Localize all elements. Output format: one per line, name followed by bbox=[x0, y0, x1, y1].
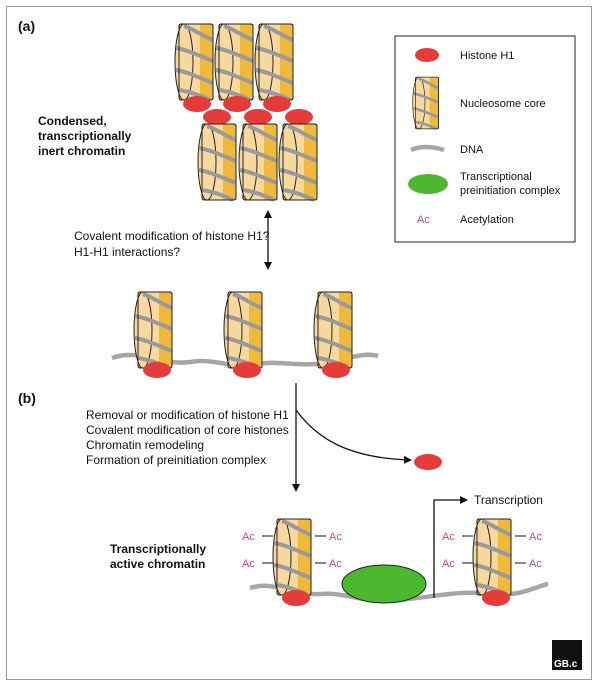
condensed-chromatin bbox=[173, 22, 319, 202]
step-4: Formation of preinitiation complex bbox=[86, 453, 266, 467]
step-1: Removal or modification of histone H1 bbox=[86, 408, 289, 422]
histone-h1-icon bbox=[415, 48, 439, 62]
histone-h1-icon bbox=[263, 96, 291, 112]
nucleosome-icon bbox=[237, 122, 279, 202]
preinitiation-complex-icon bbox=[408, 174, 448, 194]
active-chromatin: Transcription Ac Ac Ac Ac Ac Ac Ac Ac bbox=[242, 493, 549, 606]
histone-h1-icon bbox=[285, 109, 313, 125]
histone-h1-icon bbox=[244, 109, 272, 125]
legend-complex-line-1: Transcriptional bbox=[460, 171, 532, 183]
acetylation-mark: Ac bbox=[242, 531, 255, 543]
transcription-label: Transcription bbox=[474, 493, 543, 507]
nucleosome-core-icon bbox=[411, 75, 440, 131]
histone-h1-icon bbox=[183, 96, 211, 112]
legend-nucleosome-core: Nucleosome core bbox=[460, 98, 546, 110]
condensed-line-2: transcriptionally bbox=[38, 129, 132, 143]
histone-h1-icon bbox=[322, 362, 350, 378]
nucleosome-icon bbox=[277, 122, 319, 202]
nucleosome-icon bbox=[271, 517, 313, 597]
histone-h1-icon bbox=[203, 109, 231, 125]
legend-acetylation: Acetylation bbox=[460, 214, 514, 226]
nucleosome-icon bbox=[213, 22, 255, 102]
figure-frame bbox=[6, 6, 592, 680]
active-line-1: Transcriptionally bbox=[110, 542, 206, 556]
histone-h1-icon bbox=[223, 96, 251, 112]
nucleosome-icon bbox=[471, 517, 513, 597]
acetylation-mark: Ac bbox=[242, 558, 255, 570]
question-line-2: H1-H1 interactions? bbox=[74, 245, 180, 259]
condensed-line-1: Condensed, bbox=[38, 114, 107, 128]
acetylation-mark: Ac bbox=[329, 558, 342, 570]
publisher-logo: GB.c bbox=[552, 640, 582, 670]
acetylation-mark: Ac bbox=[529, 558, 542, 570]
nucleosome-icon bbox=[253, 22, 295, 102]
active-line-2: active chromatin bbox=[110, 557, 205, 571]
histone-h1-icon bbox=[482, 590, 510, 606]
histone-h1-icon bbox=[233, 362, 261, 378]
legend-complex-line-2: preinitiation complex bbox=[460, 185, 561, 197]
step-2: Covalent modification of core histones bbox=[86, 423, 289, 437]
steps-list: Removal or modification of histone H1 Co… bbox=[86, 408, 289, 467]
acetylation-mark: Ac bbox=[442, 558, 455, 570]
legend-box bbox=[394, 35, 576, 243]
question-line-1: Covalent modification of histone H1? bbox=[74, 229, 270, 243]
histone-h1-icon bbox=[414, 454, 442, 470]
condensed-chromatin-label: Condensed, transcriptionally inert chrom… bbox=[38, 114, 132, 158]
preinitiation-complex bbox=[341, 564, 427, 604]
nucleosome-icon bbox=[132, 290, 174, 370]
acetylation-icon: Ac bbox=[417, 214, 430, 226]
svg-text:GB.c: GB.c bbox=[554, 659, 578, 670]
legend-dna: DNA bbox=[460, 144, 484, 156]
histone-h1-icon bbox=[143, 362, 171, 378]
histone-h1-icon bbox=[282, 590, 310, 606]
transcription-arrow-icon bbox=[433, 496, 468, 598]
nucleosome-icon bbox=[222, 290, 264, 370]
condensed-line-3: inert chromatin bbox=[38, 144, 125, 158]
nucleosome-icon bbox=[196, 122, 238, 202]
nucleosome-icon bbox=[312, 290, 354, 370]
panel-a-label: (a) bbox=[18, 18, 35, 34]
acetylation-mark: Ac bbox=[529, 531, 542, 543]
step-3: Chromatin remodeling bbox=[86, 438, 204, 452]
extended-chromatin bbox=[111, 290, 379, 378]
acetylation-mark: Ac bbox=[442, 531, 455, 543]
dna-icon bbox=[410, 144, 445, 153]
panel-b-label: (b) bbox=[18, 390, 36, 406]
nucleosome-icon bbox=[173, 22, 215, 102]
legend: Histone H1 Nucleosome core DNA Transcrip… bbox=[394, 35, 576, 243]
legend-histone-h1: Histone H1 bbox=[460, 50, 514, 62]
acetylation-mark: Ac bbox=[329, 531, 342, 543]
curved-arrow-icon bbox=[295, 409, 412, 464]
